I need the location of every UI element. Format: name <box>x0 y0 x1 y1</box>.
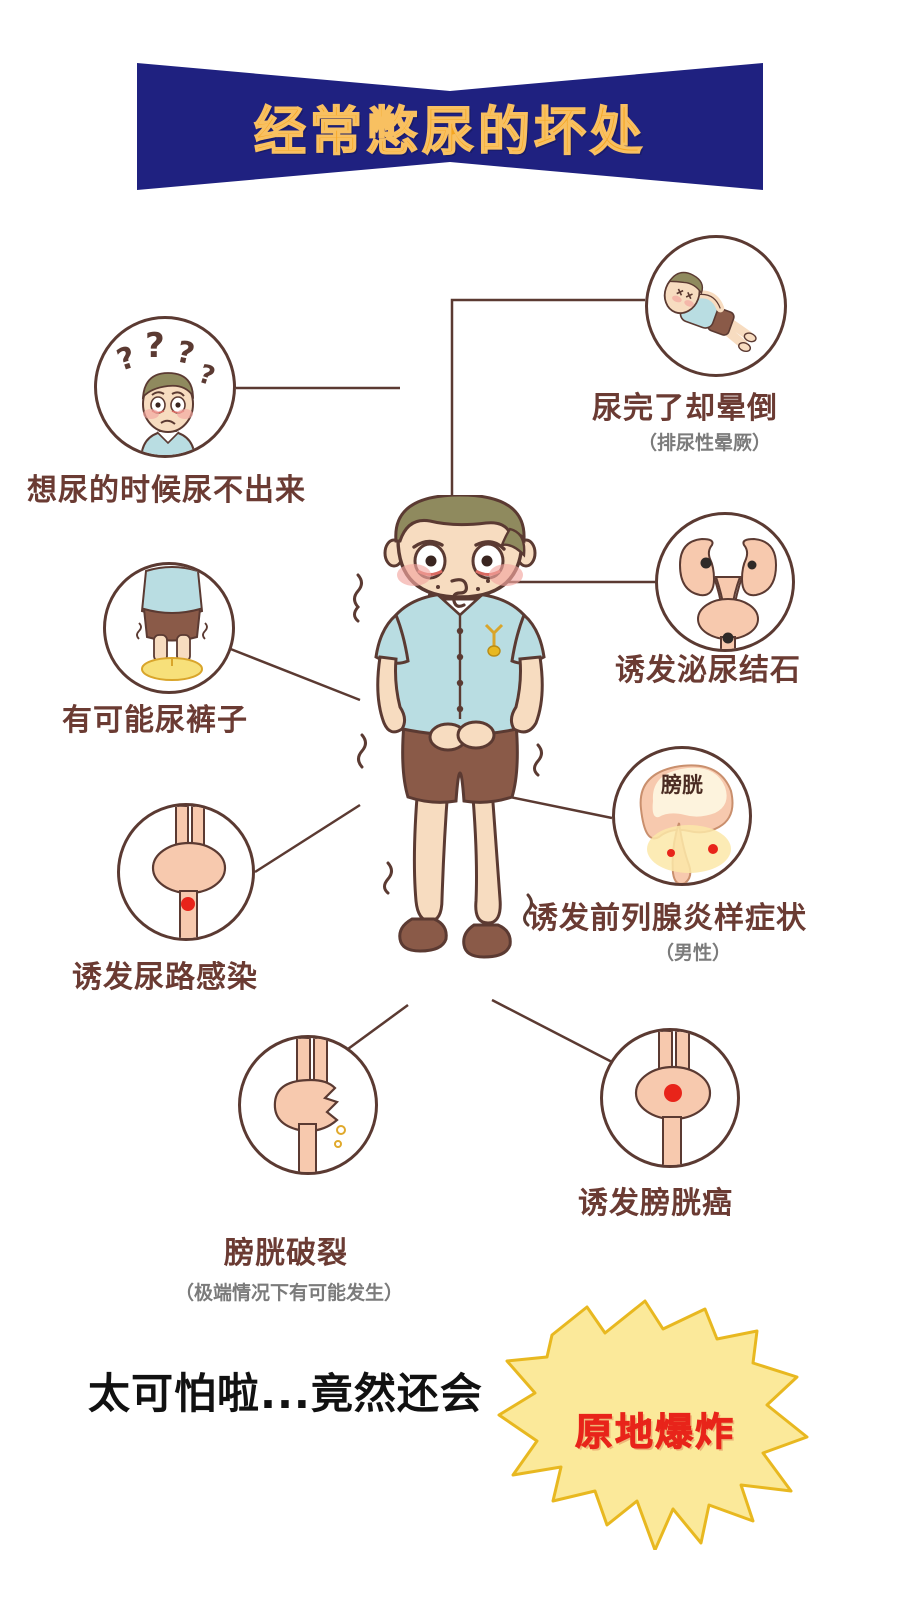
starburst-shape <box>497 1299 809 1552</box>
prostate-bladder-icon <box>639 764 734 883</box>
svg-text:?: ? <box>173 335 197 373</box>
label-bladder-rupture: 膀胱破裂 <box>224 1236 348 1271</box>
label-wet-pants: 有可能尿裤子 <box>62 703 248 738</box>
bladder-tumor-icon <box>634 1031 712 1165</box>
sublabel-bladder-rupture: （极端情况下有可能发生） <box>175 1282 404 1304</box>
central-character-illustration <box>330 493 590 1005</box>
person-lying-fainted-icon <box>663 271 757 353</box>
footer-text: 太可怕啦...竟然还会 <box>88 1369 483 1418</box>
svg-text:?: ? <box>145 326 165 366</box>
title-banner: 经常憋尿的坏处 <box>137 63 763 190</box>
burst-label: 原地爆炸 <box>574 1410 735 1455</box>
node-cannot-urinate: ? ? ? ? <box>94 316 236 458</box>
sublabel-prostatitis: （男性） <box>655 942 732 964</box>
sublabel-fainting: （排尿性晕厥） <box>638 432 772 454</box>
node-bladder-cancer <box>600 1028 740 1168</box>
label-prostatitis: 诱发前列腺炎样症状 <box>528 901 807 936</box>
explosion-burst: 原地爆炸 <box>495 1295 815 1552</box>
shake-marks <box>353 573 543 927</box>
prostate-inner-label: 膀胱 <box>661 773 703 797</box>
page-title: 经常憋尿的坏处 <box>253 101 646 163</box>
bladder-rupture-icon <box>273 1038 346 1172</box>
node-wet-pants <box>103 562 235 694</box>
confused-man-question-marks-icon: ? ? ? ? <box>113 326 219 455</box>
label-fainting: 尿完了却晕倒 <box>592 391 778 426</box>
node-bladder-rupture <box>238 1035 378 1175</box>
node-prostatitis: 膀胱 <box>612 746 752 886</box>
node-fainting <box>645 235 787 377</box>
node-urinary-infection <box>117 803 255 941</box>
svg-text:?: ? <box>113 340 140 379</box>
bladder-infection-icon <box>151 806 227 938</box>
label-urinary-infection: 诱发尿路感染 <box>72 960 258 995</box>
person-wetting-pants-icon <box>136 566 208 681</box>
kidneys-with-stones-icon <box>678 537 778 649</box>
label-cannot-urinate: 想尿的时候尿不出来 <box>27 473 306 508</box>
label-urinary-stones: 诱发泌尿结石 <box>615 653 801 688</box>
label-bladder-cancer: 诱发膀胱癌 <box>578 1186 733 1221</box>
node-urinary-stones <box>655 512 795 652</box>
svg-text:?: ? <box>195 359 219 392</box>
